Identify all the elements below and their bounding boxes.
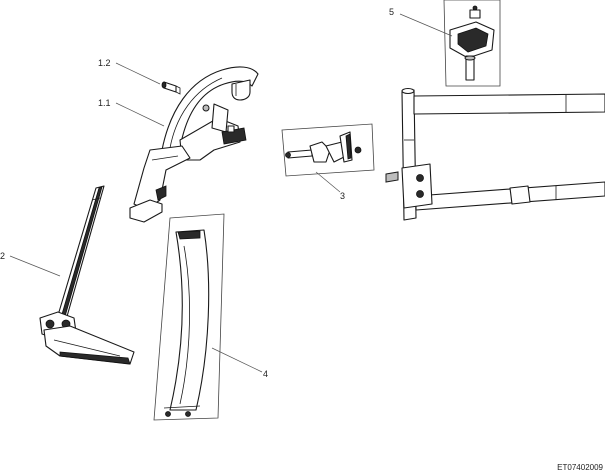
part-1-1-armrest-handle — [129, 66, 259, 223]
label-part-1-2: 1.2 — [98, 58, 111, 68]
wheelchair-frame — [385, 87, 605, 221]
part-4-backrest-belt — [153, 213, 225, 421]
leader-1-1 — [115, 102, 165, 127]
leader-2 — [9, 255, 61, 277]
leader-lines — [9, 13, 453, 373]
label-part-5: 5 — [389, 7, 394, 17]
image-reference-code: ET07402009 — [557, 463, 603, 472]
part-1-2-pin — [161, 81, 181, 95]
label-part-4: 4 — [263, 369, 268, 379]
part-5-clamp-block — [443, 0, 501, 87]
leader-3 — [315, 171, 341, 193]
leader-1-2 — [115, 62, 161, 85]
label-part-1-1: 1.1 — [98, 98, 111, 108]
leader-5 — [399, 13, 453, 37]
label-part-2: 2 — [0, 251, 5, 261]
part-3-clamp-set — [281, 123, 375, 177]
leader-4 — [211, 347, 263, 373]
label-part-3: 3 — [340, 191, 345, 201]
part-2-footrest — [39, 185, 135, 365]
